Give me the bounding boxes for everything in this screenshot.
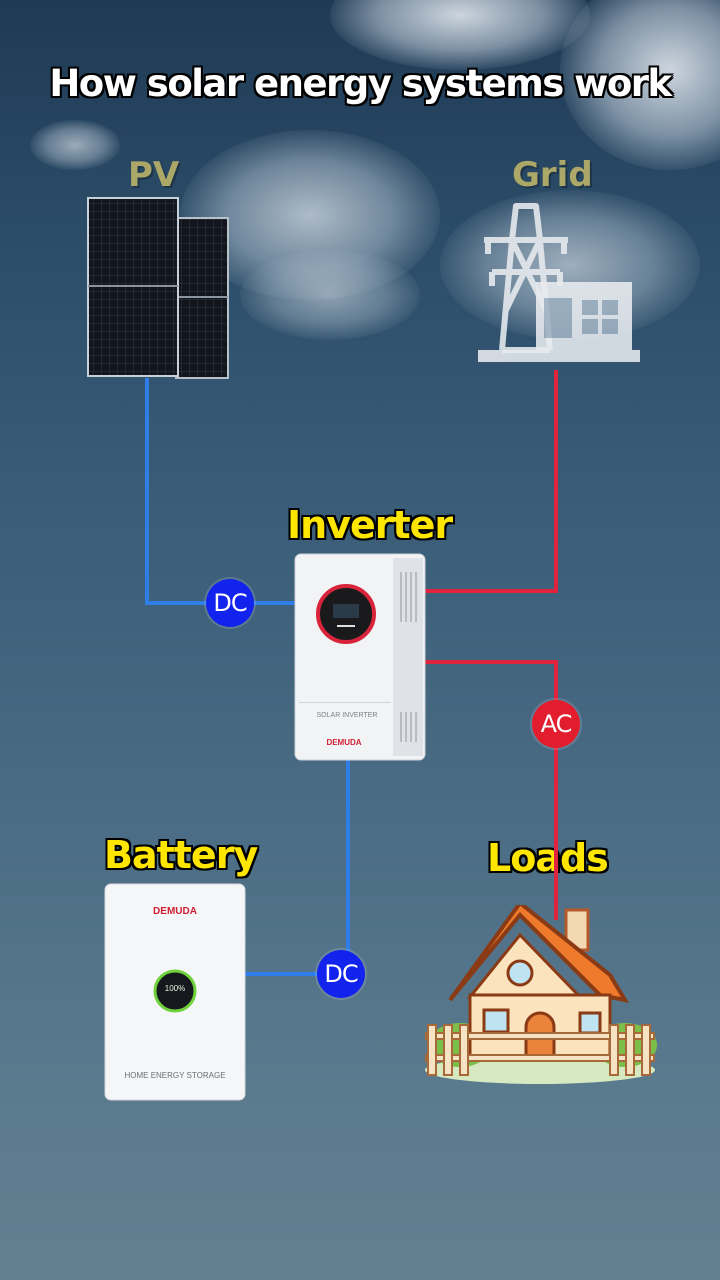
loads-label: Loads [487, 836, 609, 880]
battery-caption: HOME ENERGY STORAGE [124, 1071, 226, 1080]
house-icon [425, 905, 657, 1084]
power-grid-icon [478, 203, 640, 362]
inverter-brand: DEMUDA [326, 738, 362, 747]
inverter-device [294, 553, 426, 761]
grid-label: Grid [512, 155, 593, 195]
cloud [240, 250, 420, 340]
solar-panel-icon [87, 197, 229, 379]
battery-brand: DEMUDA [153, 906, 197, 917]
dc-badge-pv: DC [206, 579, 254, 627]
cloud [30, 120, 120, 170]
loads-ac-line-vertical [554, 660, 558, 920]
battery-dc-line-vertical [346, 760, 350, 975]
cloud [330, 0, 590, 70]
pv-label: PV [128, 155, 180, 195]
inverter-model-text: SOLAR INVERTER [316, 712, 378, 719]
battery-label: Battery [104, 833, 258, 877]
dc-badge-battery: DC [317, 950, 365, 998]
ac-badge-loads: AC [532, 700, 580, 748]
battery-device [104, 883, 246, 1101]
pv-dc-line-vertical [145, 378, 149, 605]
battery-display: 100% [164, 984, 186, 993]
inverter-label: Inverter [287, 503, 453, 547]
grid-ac-line-horizontal [425, 589, 558, 593]
loads-ac-line-horizontal [425, 660, 558, 664]
battery-dc-line-horizontal [244, 972, 350, 976]
page-title: How solar energy systems work [49, 62, 672, 105]
grid-ac-line-vertical [554, 370, 558, 593]
